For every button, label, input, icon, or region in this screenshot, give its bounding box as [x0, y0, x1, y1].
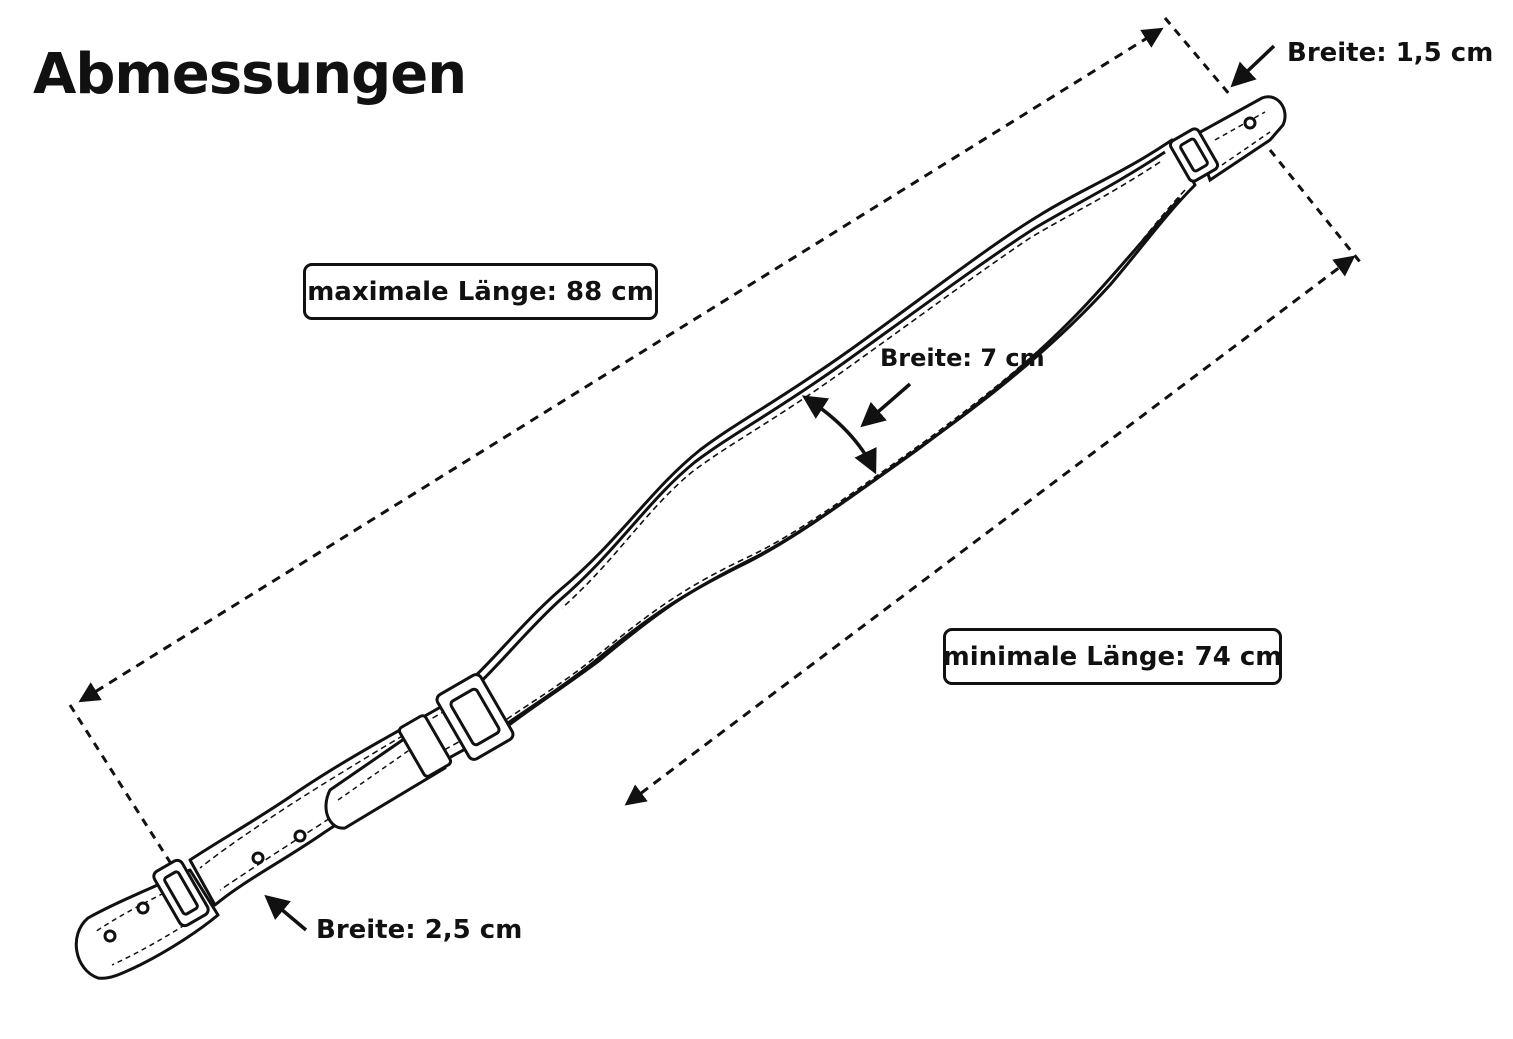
max-length-label: maximale Länge: 88 cm — [303, 263, 658, 320]
strap-inner-edge-bottom — [491, 197, 1182, 736]
bottom-tab-hole-1 — [136, 901, 150, 915]
max-length-arrow — [78, 27, 1164, 703]
middle-width-curve — [801, 395, 877, 475]
bottom-tab-hole-2 — [103, 929, 117, 943]
page-title: Abmessungen — [33, 42, 467, 107]
max-length-extension-right — [1163, 17, 1232, 96]
strap-inner-edge — [469, 150, 1166, 694]
width-bottom-label: Breite: 2,5 cm — [316, 915, 523, 945]
max-length-dimension — [68, 17, 1232, 871]
width-middle-label: Breite: 7 cm — [880, 344, 1045, 372]
top-tab-hole — [1243, 116, 1257, 130]
lower-strap-hole-1 — [293, 829, 307, 843]
width-top-label: Breite: 1,5 cm — [1287, 38, 1494, 68]
width-pointers — [264, 44, 1276, 932]
lower-strap — [188, 673, 515, 907]
min-length-dimension — [624, 149, 1362, 806]
top-tab-outline — [1193, 95, 1287, 183]
strap-stitching-bottom — [493, 189, 1186, 729]
max-length-extension-left — [68, 704, 177, 871]
lower-loop — [397, 714, 453, 778]
min-length-arrow — [624, 255, 1356, 806]
bottom-width-pointer — [264, 894, 308, 932]
min-length-label: minimale Länge: 74 cm — [943, 628, 1282, 685]
strap-stitching-top — [561, 161, 1161, 609]
min-length-extension-right — [1268, 149, 1362, 263]
top-end-tab — [1168, 95, 1287, 183]
lower-strap-hole-2 — [251, 851, 265, 865]
bottom-end-tab — [74, 858, 220, 980]
top-width-pointer — [1230, 44, 1276, 88]
